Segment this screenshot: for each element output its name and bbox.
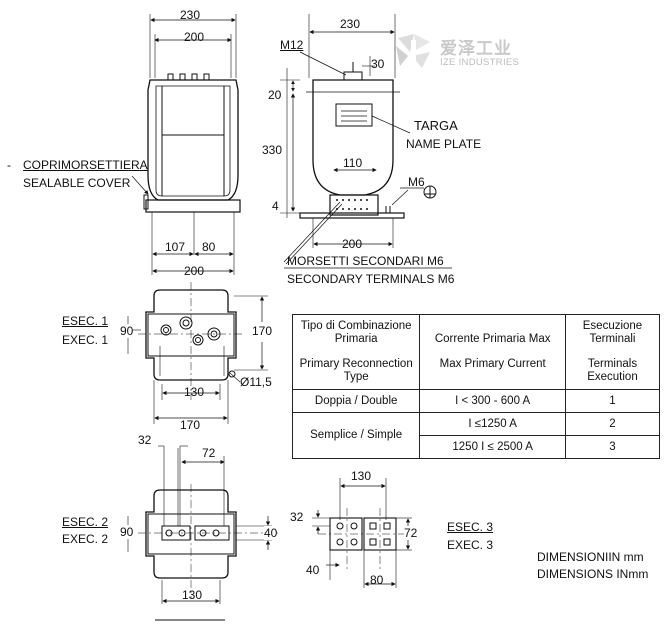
exec2-view <box>127 445 278 621</box>
exec1-dim-170v: 170 <box>252 324 273 338</box>
cover-label-en: SEALABLE COVER <box>23 176 131 190</box>
front-view <box>131 14 241 275</box>
side-dim-neck: 20 <box>268 88 282 102</box>
ize-logo-icon <box>396 34 430 68</box>
exec3-dim-80: 80 <box>370 573 384 587</box>
exec3-dim-72: 72 <box>404 526 418 540</box>
exec3-label-it: ESEC. 3 <box>447 520 494 534</box>
row-current: 1250 I ≤ 2500 A <box>419 435 566 459</box>
exec3-view <box>312 478 412 588</box>
side-dim-top: 30 <box>371 57 385 71</box>
side-dim-center: 110 <box>343 156 363 170</box>
row-exec: 3 <box>564 435 661 459</box>
exec2-dim-90: 90 <box>120 525 134 539</box>
exec1-dim-130: 130 <box>184 385 205 399</box>
side-bolt-label: M12 <box>280 38 304 52</box>
header-exec-it: Esecuzione Terminali <box>582 320 643 345</box>
exec2-dim-32: 32 <box>138 433 152 447</box>
plate-label-en: NAME PLATE <box>406 137 482 151</box>
row-type: Doppia / Double <box>291 389 421 413</box>
dimensions-note-it: DIMENSIONIIN mm <box>537 550 644 564</box>
header-exec-en: Terminals Execution <box>587 358 638 383</box>
front-dim-left: 107 <box>165 240 186 254</box>
header-current-en: Max Primary Current <box>439 358 546 370</box>
row-current: I < 300 - 600 A <box>419 389 566 413</box>
brand-name-cn: 爱泽工业 <box>440 39 512 58</box>
top-view-exec1 <box>127 282 268 424</box>
side-view <box>280 14 452 269</box>
side-dim-foot: 4 <box>272 199 279 213</box>
exec2-label-en: EXEC. 2 <box>62 532 109 546</box>
cover-label-it: COPRIMORSETTIERA <box>23 158 148 172</box>
table-row: Semplice / Simple I ≤1250 A 2 <box>291 412 661 459</box>
exec3-dim-130: 130 <box>351 469 372 483</box>
exec1-hole: Ø11,5 <box>240 375 272 389</box>
header-type-it: Tipo di Combinazione Primaria <box>300 320 412 345</box>
side-dim-base: 200 <box>342 237 363 251</box>
exec2-dim-130: 130 <box>182 588 203 602</box>
row-exec: 1 <box>564 389 661 413</box>
reconnection-table: Tipo di Combinazione Primaria Primary Re… <box>291 314 661 459</box>
exec1-dim-170h: 170 <box>180 418 201 432</box>
table-header-cell: Tipo di Combinazione Primaria Primary Re… <box>291 314 421 390</box>
table-header-cell: Corrente Primaria Max Max Primary Curren… <box>419 314 566 390</box>
cover-label-dash: - <box>7 158 11 172</box>
exec3-dim-40: 40 <box>306 563 320 577</box>
exec1-label-en: EXEC. 1 <box>62 333 109 347</box>
front-dim-inner: 200 <box>184 30 205 44</box>
exec3-dim-32: 32 <box>290 510 304 524</box>
table-header-row: Tipo di Combinazione Primaria Primary Re… <box>291 314 661 390</box>
dimensions-note-en: DIMENSIONS INmm <box>537 567 649 581</box>
secondary-label-it: MORSETTI SECONDARI M6 <box>287 254 444 268</box>
secondary-label-en: SECONDARY TERMINALS M6 <box>287 272 455 286</box>
front-dim-right: 80 <box>202 240 216 254</box>
exec1-dim-90: 90 <box>120 324 134 338</box>
front-dim-base: 200 <box>184 264 205 278</box>
side-ground-label: M6 <box>408 175 425 189</box>
header-type-en: Primary Reconnection Type <box>299 358 413 383</box>
exec2-dim-40: 40 <box>264 526 278 540</box>
side-dim-height: 330 <box>262 143 283 157</box>
exec1-label-it: ESEC. 1 <box>62 314 109 328</box>
exec2-dim-72: 72 <box>202 446 216 460</box>
table-header-cell: Esecuzione Terminali Terminals Execution <box>564 314 661 390</box>
header-current-it: Corrente Primaria Max <box>434 333 551 345</box>
row-exec: 2 <box>564 412 661 436</box>
table-row: Doppia / Double I < 300 - 600 A 1 <box>291 389 661 413</box>
exec2-label-it: ESEC. 2 <box>62 515 109 529</box>
row-current: I ≤1250 A <box>419 412 566 436</box>
plate-label-it: TARGA <box>414 118 458 133</box>
row-type: Semplice / Simple <box>291 412 421 459</box>
front-dim-overall: 230 <box>180 8 201 22</box>
table-row: 1250 I ≤ 2500 A 3 <box>293 435 661 459</box>
brand-name-en: IZE INDUSTRIES <box>440 57 520 68</box>
exec3-label-en: EXEC. 3 <box>447 538 494 552</box>
side-dim-overall: 230 <box>340 17 361 31</box>
